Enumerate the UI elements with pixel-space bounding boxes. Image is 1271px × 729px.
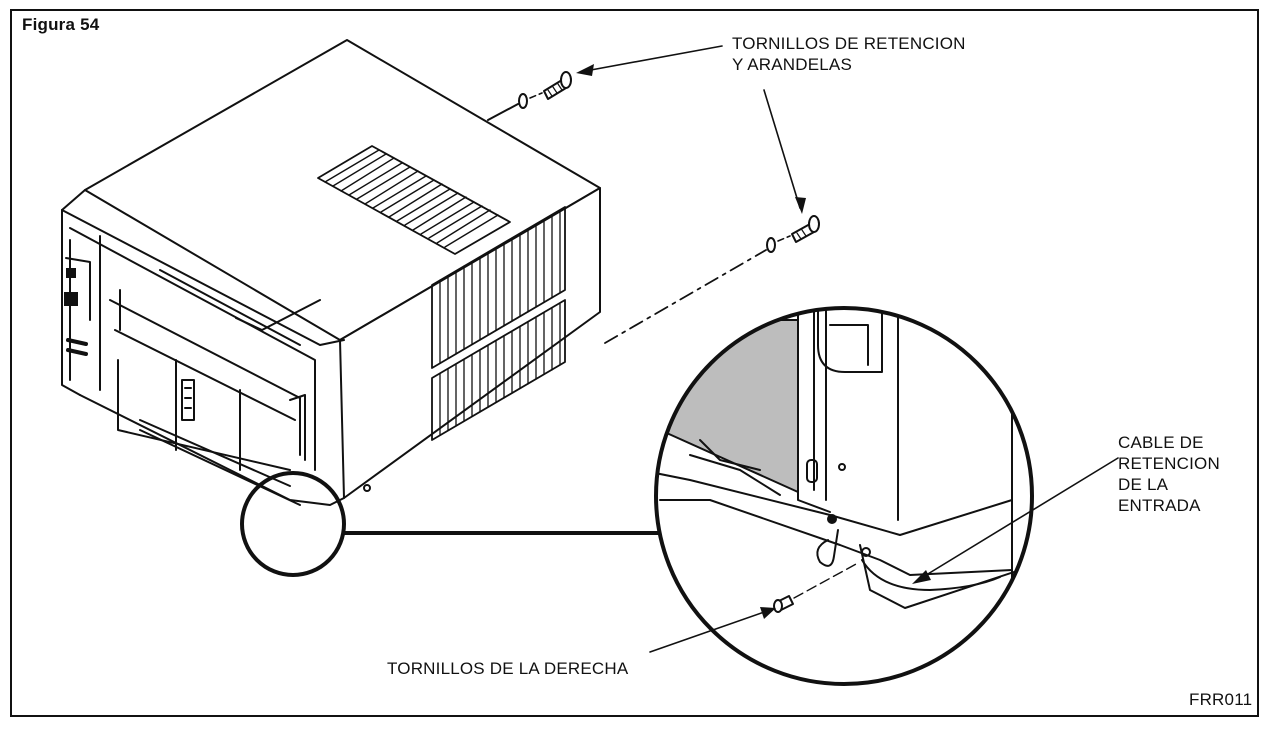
callout-arrows-screws <box>576 45 806 214</box>
callout-arrows-cable <box>912 457 1119 584</box>
screw-centerline <box>604 249 767 344</box>
callout-arrows-right-screws <box>649 607 776 653</box>
cabinet <box>61 39 601 506</box>
label-inlet-cable: CABLE DE RETENCION DE LA ENTRADA <box>1118 432 1220 516</box>
label-inlet-cable-line1: CABLE DE <box>1118 433 1204 452</box>
retention-screw-right <box>766 215 820 253</box>
retention-screw-top <box>518 71 572 109</box>
magnified-detail <box>654 306 1034 686</box>
label-right-screws: TORNILLOS DE LA DERECHA <box>387 659 629 678</box>
side-vents <box>431 206 566 441</box>
label-retention-screws-line1: TORNILLOS DE RETENCION <box>732 34 966 53</box>
label-retention-screws: TORNILLOS DE RETENCION Y ARANDELAS <box>732 33 966 75</box>
label-retention-screws-line2: Y ARANDELAS <box>732 55 852 74</box>
label-inlet-cable-line4: ENTRADA <box>1118 496 1201 515</box>
label-inlet-cable-line2: RETENCION <box>1118 454 1220 473</box>
right-screw <box>773 562 859 613</box>
label-inlet-cable-line3: DE LA <box>1118 475 1169 494</box>
top-vent <box>317 145 511 255</box>
figure-title: Figura 54 <box>22 15 100 34</box>
cabinet-top-edge <box>487 103 519 121</box>
figure-code: FRR011 <box>1189 690 1253 709</box>
detail-marker <box>240 471 680 577</box>
